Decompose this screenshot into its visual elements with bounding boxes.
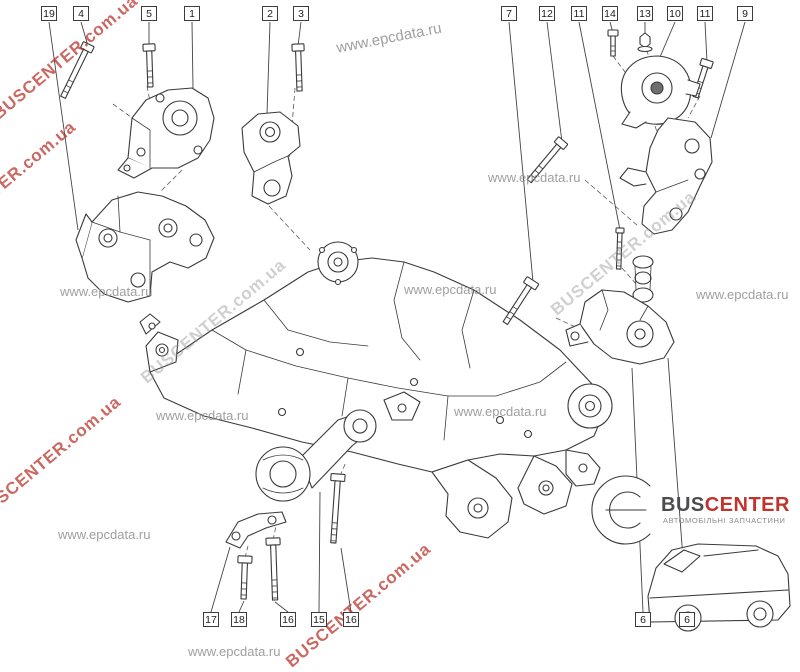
part-9-right-mount-bracket [619, 117, 713, 235]
callout-6-right[interactable]: 6 [679, 612, 695, 627]
callout-16-right[interactable]: 16 [343, 612, 359, 627]
buscenter-logo-symbol [591, 475, 651, 545]
callout-17[interactable]: 17 [203, 612, 219, 627]
bolt-16-short [265, 537, 281, 601]
callout-10[interactable]: 10 [667, 6, 683, 21]
callout-13[interactable]: 13 [637, 6, 653, 21]
nut-13 [637, 32, 653, 53]
callout-2[interactable]: 2 [262, 6, 278, 21]
exploded-parts-drawing [48, 21, 791, 632]
callout-6-left[interactable]: 6 [635, 612, 651, 627]
callout-15[interactable]: 15 [311, 612, 327, 627]
callout-14[interactable]: 14 [602, 6, 618, 21]
part-17-stopper-plate [225, 511, 287, 549]
callout-4[interactable]: 4 [73, 6, 89, 21]
callout-3[interactable]: 3 [293, 6, 309, 21]
buscenter-logo-subtitle: АВТОМОБІЛЬНІ ЗАПЧАСТИНИ [663, 516, 786, 525]
bolt-18 [237, 555, 253, 600]
callout-1[interactable]: 1 [184, 6, 200, 21]
bolt-7 [502, 276, 540, 326]
buscenter-logo-text: BUSCENTER [661, 494, 790, 517]
logo-center: CENTER [704, 494, 790, 516]
part-19-side-mount-bracket [75, 191, 215, 303]
bolt-12 [526, 136, 569, 184]
part-subframe-crossmember [139, 241, 613, 539]
callout-12[interactable]: 12 [539, 6, 555, 21]
part-1-upper-engine-mount [117, 87, 215, 179]
part-2-mount-bracket [241, 111, 301, 205]
part-10-right-engine-mount [620, 55, 701, 129]
bolt-4 [60, 41, 95, 99]
bolt-5 [142, 43, 156, 88]
callout-16-left[interactable]: 16 [280, 612, 296, 627]
part-6-lower-mount-bracket [565, 289, 675, 365]
van-sketch [647, 543, 791, 632]
callout-11-left[interactable]: 11 [571, 6, 587, 21]
stud-11-lower [615, 227, 625, 270]
logo-bus: BUS [661, 494, 705, 516]
callout-19[interactable]: 19 [41, 6, 57, 21]
bolt-16-long [330, 473, 346, 544]
part-rubber-bump-stop [632, 255, 654, 303]
callout-18[interactable]: 18 [231, 612, 247, 627]
callout-7[interactable]: 7 [501, 6, 517, 21]
callout-5[interactable]: 5 [141, 6, 157, 21]
callout-9[interactable]: 9 [737, 6, 753, 21]
part-15-torque-rod [255, 409, 377, 502]
bolt-3 [291, 43, 305, 92]
callout-11-right[interactable]: 11 [697, 6, 713, 21]
bolt-14 [607, 29, 619, 57]
